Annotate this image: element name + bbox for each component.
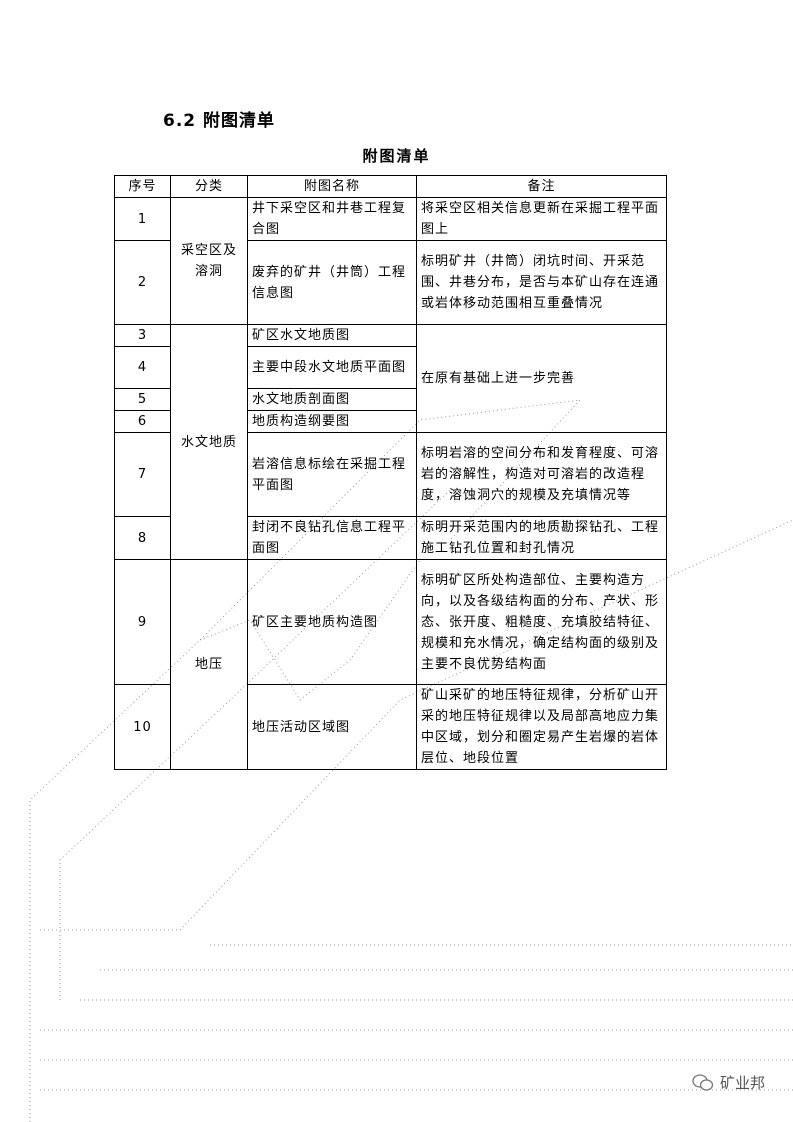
table-row: 6 地质构造纲要图 [114,410,667,433]
category-cell: 地压 [170,559,248,770]
row-name: 主要中段水文地质平面图 [247,346,417,389]
row-no: 1 [114,197,171,241]
row-remark: 矿山采矿的地压特征规律，分析矿山开采的地压特征规律以及局部高地应力集中区域，划分… [416,684,667,770]
table-caption: 附图清单 [362,147,431,165]
row-name: 矿区主要地质构造图 [247,559,417,685]
row-name: 废弃的矿井（井筒）工程信息图 [247,240,417,325]
row-remark: 标明矿区所处构造部位、主要构造方向，以及各级结构面的分布、产状、形态、张开度、粗… [416,559,667,685]
section-title: 6.2 附图清单 [163,111,276,131]
row-no: 10 [114,684,171,770]
table-header-row: 序号 分类 附图名称 备注 [114,175,667,198]
attachment-list-table: 序号 分类 附图名称 备注 1 采空区及溶洞 井下采空区和井巷工程复合图 将采空… [114,175,667,770]
row-no: 3 [114,324,171,347]
table-row: 7 岩溶信息标绘在采掘工程平面图 标明岩溶的空间分布和发育程度、可溶岩的溶解性，… [114,432,667,517]
table-row: 8 封闭不良钻孔信息工程平面图 标明开采范围内的地质勘探钻孔、工程施工钻孔位置和… [114,516,667,560]
row-remark: 标明矿井（井筒）闭坑时间、开采范围、井巷分布，是否与本矿山存在连通或岩体移动范围… [416,240,667,325]
row-no: 4 [114,346,171,389]
table-row: 10 地压活动区域图 矿山采矿的地压特征规律，分析矿山开采的地压特征规律以及局部… [114,684,667,770]
table-row: 1 采空区及溶洞 井下采空区和井巷工程复合图 将采空区相关信息更新在采掘工程平面… [114,197,667,325]
row-remark: 标明岩溶的空间分布和发育程度、可溶岩的溶解性，构造对可溶岩的改造程度，溶蚀洞穴的… [416,432,667,517]
row-no: 6 [114,410,171,433]
watermark-text: 矿业邦 [719,1074,765,1092]
header-no: 序号 [114,175,171,198]
wechat-icon [692,1073,714,1091]
row-no: 5 [114,388,171,411]
table-row: 4 主要中段水文地质平面图 [114,346,667,389]
row-name: 地压活动区域图 [247,684,417,770]
row-no: 7 [114,432,171,517]
category-cell: 采空区及溶洞 [170,197,248,325]
header-name: 附图名称 [247,175,417,198]
row-no: 9 [114,559,171,685]
row-name: 地质构造纲要图 [247,410,417,433]
row-name: 封闭不良钻孔信息工程平面图 [247,516,417,560]
category-cell: 水文地质 [170,324,248,560]
row-no: 8 [114,516,171,560]
row-name: 水文地质剖面图 [247,388,417,411]
row-remark: 标明开采范围内的地质勘探钻孔、工程施工钻孔位置和封孔情况 [416,516,667,560]
watermark-logo: 矿业邦 [692,1072,765,1093]
table-row: 3 水文地质 矿区水文地质图 在原有基础上进一步完善 [114,324,667,560]
row-remark: 在原有基础上进一步完善 [416,324,667,433]
table-row: 9 地压 矿区主要地质构造图 标明矿区所处构造部位、主要构造方向，以及各级结构面… [114,559,667,770]
row-name: 井下采空区和井巷工程复合图 [247,197,417,241]
table-row: 2 废弃的矿井（井筒）工程信息图 标明矿井（井筒）闭坑时间、开采范围、井巷分布，… [114,240,667,325]
row-name: 矿区水文地质图 [247,324,417,347]
row-name: 岩溶信息标绘在采掘工程平面图 [247,432,417,517]
row-remark: 将采空区相关信息更新在采掘工程平面图上 [416,197,667,241]
header-remark: 备注 [416,175,667,198]
header-category: 分类 [170,175,248,198]
row-no: 2 [114,240,171,325]
